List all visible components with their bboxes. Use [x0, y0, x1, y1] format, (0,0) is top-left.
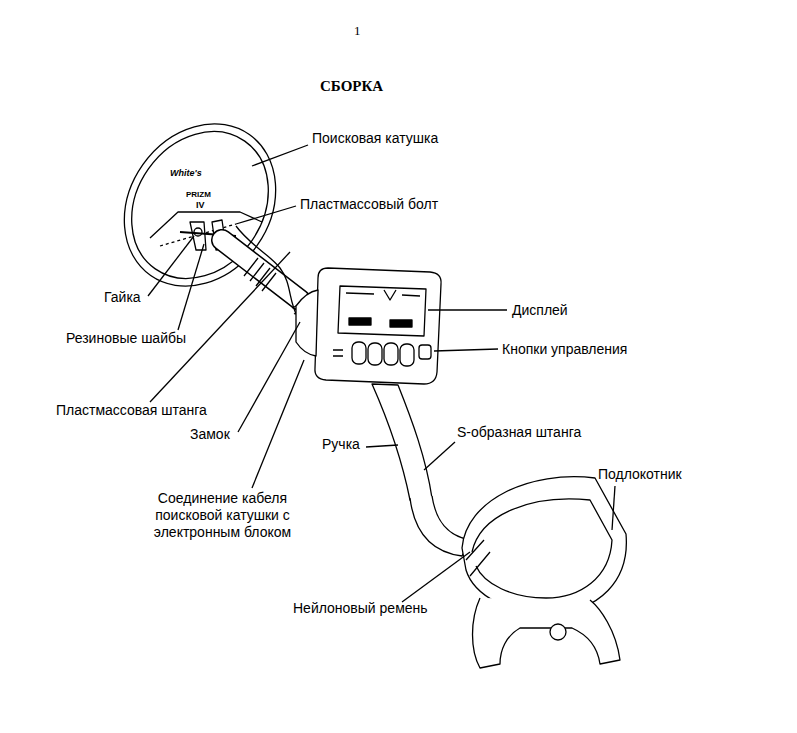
display-bar	[349, 318, 371, 325]
armrest-knob	[550, 624, 566, 640]
part-label: Поисковая катушка	[312, 130, 438, 147]
armrest	[462, 477, 626, 614]
nut-symbol	[194, 228, 202, 236]
part-label: Соединение кабеля поисковой катушки с эл…	[140, 490, 305, 541]
part-label: Гайка	[104, 289, 141, 306]
part-label: Пластмассовый болт	[300, 196, 438, 213]
coil-yoke-line	[150, 212, 262, 238]
part-label: Пластмассовая штанга	[56, 402, 207, 419]
part-label: Кнопки управления	[502, 341, 627, 358]
s-rod	[410, 496, 470, 556]
part-label: Замок	[190, 426, 230, 443]
part-label: Дисплей	[512, 302, 568, 319]
part-label: Ручка	[322, 436, 360, 453]
part-label: Резиновые шайбы	[66, 330, 186, 347]
page-number: 1	[354, 22, 361, 39]
control-buttons	[333, 342, 431, 366]
search-coil	[93, 94, 306, 315]
part-label: Нейлоновый ремень	[293, 600, 428, 617]
part-label: S-образная штанга	[457, 424, 581, 441]
plastic-rod-fill	[222, 240, 300, 300]
plastic-rod	[222, 240, 300, 300]
display-bar	[390, 320, 412, 327]
control-box	[315, 268, 441, 384]
display	[338, 286, 426, 336]
rod-lock-rings	[244, 258, 276, 291]
page-title: СБОРКА	[320, 78, 383, 95]
logo-text: IV	[196, 200, 205, 211]
armrest-foot	[473, 598, 621, 668]
handle	[372, 384, 432, 500]
part-label: Подлокотник	[598, 466, 682, 483]
logo-text: PRIZM	[186, 190, 211, 200]
armrest-inner	[472, 499, 612, 598]
nylon-strap	[466, 540, 490, 576]
logo-text: White's	[170, 168, 202, 179]
display-segments	[346, 290, 420, 300]
